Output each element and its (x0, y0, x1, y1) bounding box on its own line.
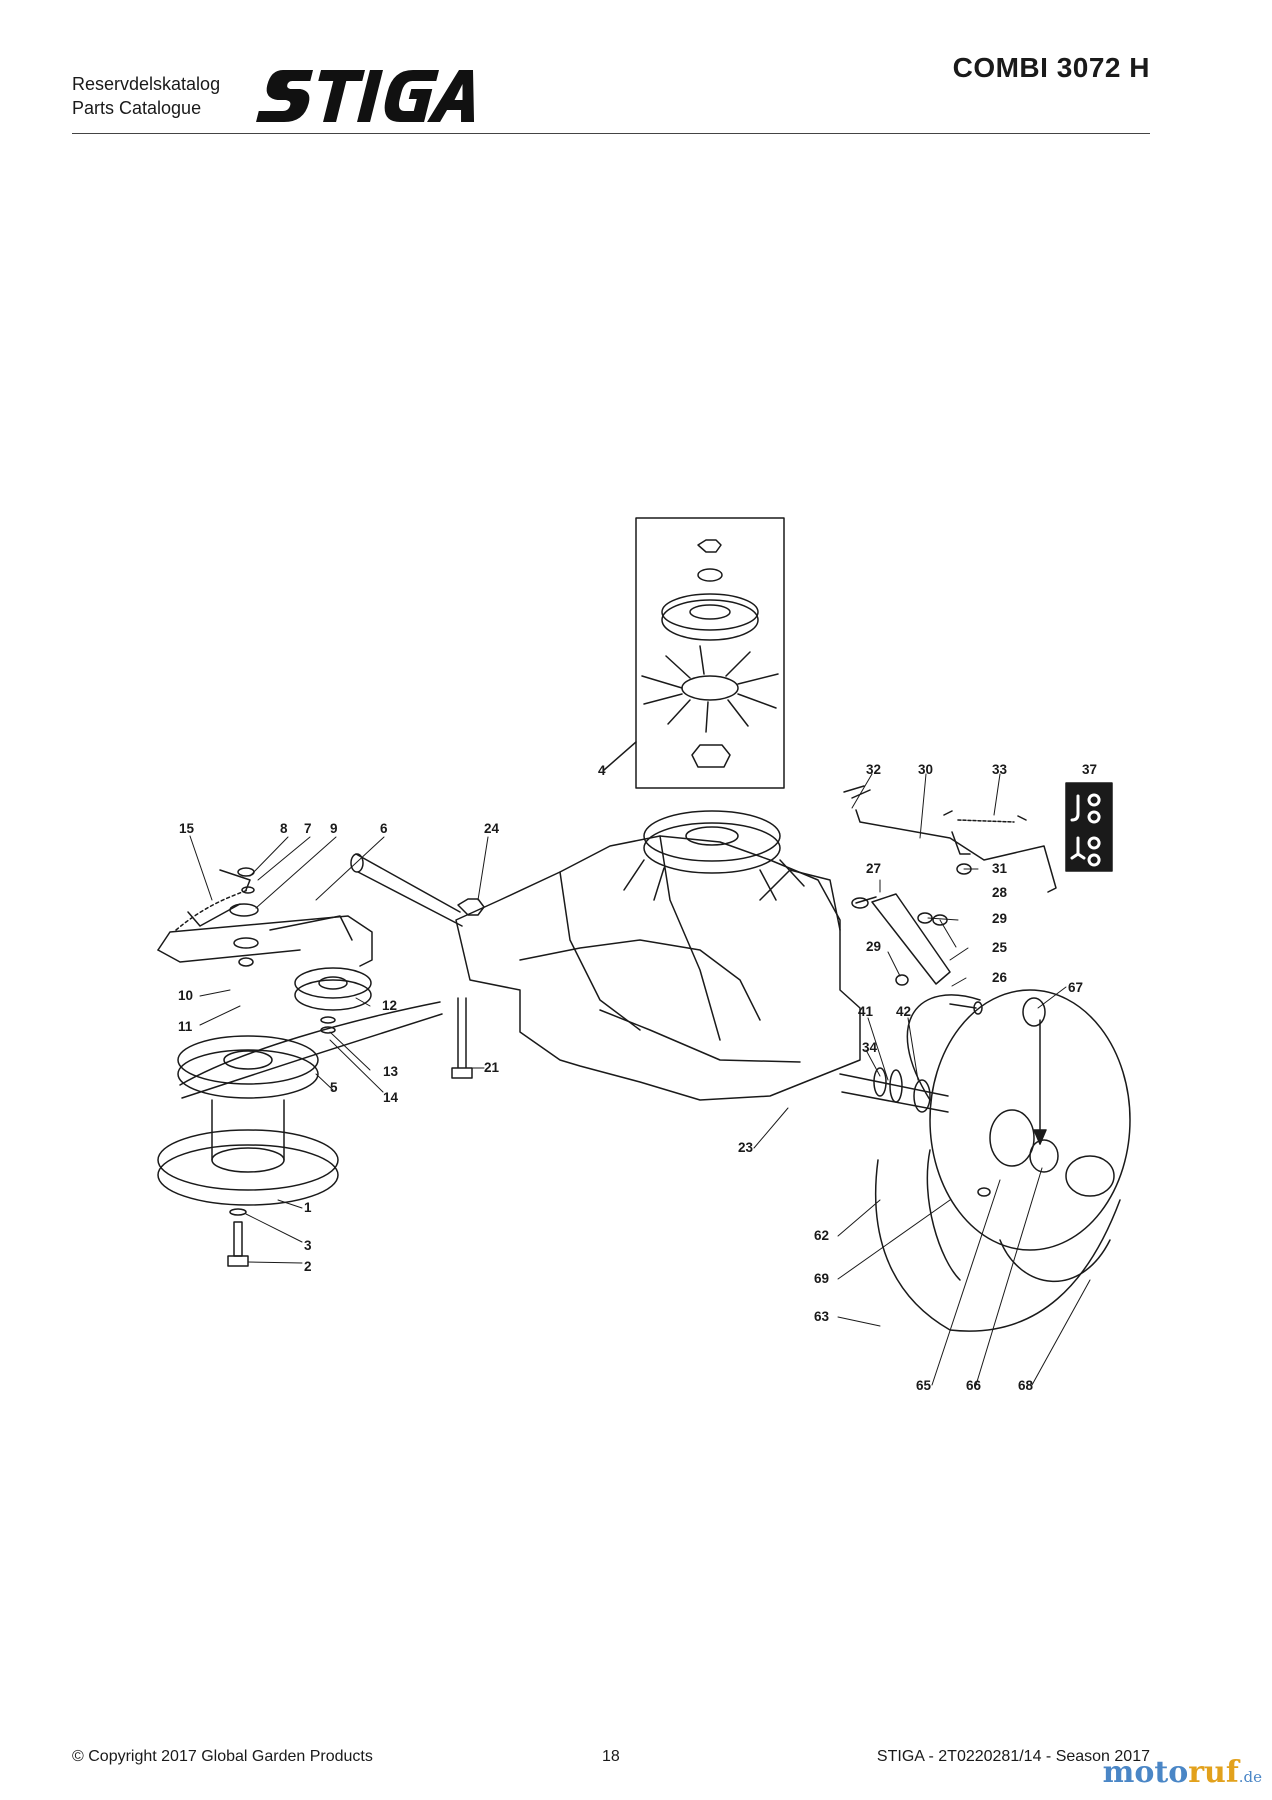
bypass-rod-and-spring (843, 785, 1057, 893)
callout-14: 14 (383, 1090, 399, 1105)
callout-65: 65 (916, 1378, 932, 1393)
callout-10: 10 (178, 988, 193, 1003)
brand-logo (256, 70, 475, 122)
callout-69: 69 (814, 1271, 829, 1286)
callout-7: 7 (304, 821, 312, 836)
watermark-part-3: .de (1238, 1768, 1262, 1786)
watermark-part-2: ruf (1188, 1755, 1239, 1790)
pulley-fan-kit-inset (603, 517, 785, 789)
callout-29-right: 29 (992, 911, 1007, 926)
tension-arm-assembly (157, 867, 373, 967)
callout-23: 23 (738, 1140, 754, 1155)
copyright-notice: © Copyright 2017 Global Garden Products (72, 1748, 373, 1765)
watermark-logo: motoruf.de (1103, 1755, 1262, 1790)
callout-66: 66 (966, 1378, 982, 1393)
callout-41: 41 (858, 1004, 874, 1019)
document-reference: STIGA - 2T0220281/14 - Season 2017 (876, 1748, 1150, 1765)
long-bolt (451, 997, 473, 1079)
header-divider (72, 133, 1150, 134)
transmission-pulley (623, 810, 805, 901)
callout-32: 32 (866, 762, 881, 777)
callout-67: 67 (1068, 980, 1083, 995)
callout-28: 28 (992, 885, 1008, 900)
callout-26: 26 (992, 970, 1008, 985)
callout-21: 21 (484, 1060, 500, 1075)
callout-labels: 1 2 3 4 5 6 7 8 9 10 11 12 13 14 15 21 2… (178, 762, 1097, 1393)
transmission-housing (455, 835, 861, 1101)
callout-15: 15 (179, 821, 195, 836)
model-name: COMBI 3072 H (952, 52, 1150, 83)
callout-37: 37 (1082, 762, 1097, 777)
callout-2: 2 (304, 1259, 312, 1274)
callout-4: 4 (598, 763, 606, 778)
page-number: 18 (602, 1748, 620, 1765)
catalog-title: Reservdelskatalog Parts Catalogue (72, 72, 220, 120)
callout-62: 62 (814, 1228, 829, 1243)
callout-31: 31 (992, 861, 1008, 876)
callout-11: 11 (178, 1019, 193, 1034)
fan-blades (641, 645, 779, 733)
callout-42: 42 (896, 1004, 911, 1019)
axle-assembly (839, 1067, 949, 1113)
callout-6: 6 (380, 821, 388, 836)
watermark-part-1: moto (1102, 1755, 1189, 1790)
callout-29-left: 29 (866, 939, 881, 954)
callout-27: 27 (866, 861, 881, 876)
drive-belt (179, 1001, 443, 1099)
linkage-arm (851, 893, 983, 1015)
callout-24: 24 (484, 821, 500, 836)
callout-9: 9 (330, 821, 338, 836)
callout-34: 34 (862, 1040, 878, 1055)
callout-30: 30 (918, 762, 933, 777)
callout-33: 33 (992, 762, 1008, 777)
callout-3: 3 (304, 1238, 312, 1253)
shift-symbols (1065, 782, 1113, 872)
callout-68: 68 (1018, 1378, 1034, 1393)
callout-1: 1 (304, 1200, 312, 1215)
idler-pulley (294, 967, 372, 1034)
catalog-title-english: Parts Catalogue (72, 98, 202, 118)
rear-wheel (874, 989, 1131, 1332)
catalog-title-swedish: Reservdelskatalog (72, 74, 221, 94)
drive-pulley (157, 1035, 339, 1267)
callout-8: 8 (280, 821, 288, 836)
callout-12: 12 (382, 998, 397, 1013)
callout-5: 5 (330, 1080, 338, 1095)
callout-13: 13 (383, 1064, 399, 1079)
input-shaft (350, 853, 485, 927)
callout-63: 63 (814, 1309, 830, 1324)
callout-25: 25 (992, 940, 1008, 955)
leader-lines (189, 773, 1091, 1386)
